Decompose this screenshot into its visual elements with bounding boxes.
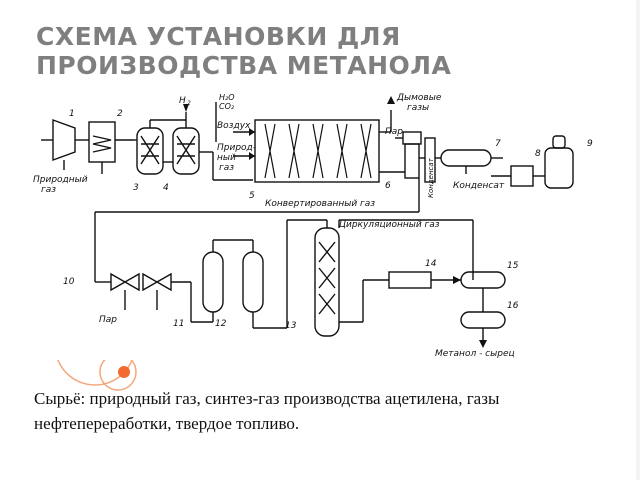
num-15: 15 — [507, 261, 519, 271]
arrow-flue — [387, 96, 395, 104]
label-natural-gas-2: газ — [41, 185, 56, 195]
label-fuel-gas-2: ный — [217, 153, 236, 163]
slide-title-line-1: СХЕМА УСТАНОВКИ ДЛЯ — [36, 22, 401, 51]
num-7: 7 — [495, 139, 501, 149]
num-2: 2 — [117, 109, 123, 119]
label-h2o: H₂O — [219, 93, 235, 102]
num-5: 5 — [249, 191, 255, 201]
label-steam-top: Пар — [385, 127, 403, 137]
label-converted-gas: Конвертированный газ — [265, 199, 375, 209]
compressor-10 — [110, 272, 172, 292]
gas-cooler — [424, 137, 436, 183]
methanol-plant-diagram: Природный газ H 2 H₂O CO₂ Воздух Природ-… — [33, 92, 600, 360]
label-condensate: Конденсат — [453, 181, 505, 191]
num-12: 12 — [215, 319, 227, 329]
num-13: 13 — [285, 321, 297, 331]
num-11: 11 — [173, 319, 184, 329]
label-steam-bottom: Пар — [99, 315, 117, 325]
label-air: Воздух — [217, 121, 251, 131]
arrow-circ — [453, 276, 461, 284]
arrow-fuel — [249, 152, 255, 160]
label-h2-sub: 2 — [187, 100, 191, 107]
slide-title: СХЕМА УСТАНОВКИ ДЛЯ ПРОИЗВОДСТВА МЕТАНОЛ… — [36, 22, 556, 80]
label-flue-gases-2: газы — [407, 103, 429, 113]
num-14: 14 — [425, 259, 437, 269]
label-co2: CO₂ — [219, 102, 235, 111]
arrow-air — [249, 128, 255, 136]
tube-reformer-5 — [254, 119, 380, 183]
label-fuel-gas-1: Природ- — [217, 143, 256, 153]
num-10: 10 — [63, 277, 75, 287]
num-16: 16 — [507, 301, 519, 311]
num-3: 3 — [133, 183, 139, 193]
arrow-h2 — [183, 104, 189, 112]
rim-edge — [636, 0, 640, 480]
num-1: 1 — [69, 109, 75, 119]
rim-dot — [118, 366, 130, 378]
label-fuel-gas-3: газ — [219, 163, 234, 173]
label-h2: H — [179, 96, 186, 106]
num-9: 9 — [587, 139, 593, 149]
num-8: 8 — [535, 149, 541, 159]
label-methanol-raw: Метанол - сырец — [435, 349, 515, 359]
label-natural-gas-1: Природный — [33, 175, 88, 185]
slide-caption: Сырьё: природный газ, синтез-газ произво… — [34, 389, 500, 433]
label-circulation-gas: Циркуляционный газ — [339, 220, 440, 230]
arrow-methanol — [479, 340, 487, 348]
label-flue-gases-1: Дымовые — [396, 93, 442, 103]
num-6: 6 — [385, 181, 391, 191]
compressor-1 — [52, 119, 76, 161]
slide-title-line-2: ПРОИЗВОДСТВА МЕТАНОЛА — [36, 51, 452, 80]
num-4: 4 — [163, 183, 169, 193]
label-condensate-side: Конденсат — [427, 157, 435, 198]
